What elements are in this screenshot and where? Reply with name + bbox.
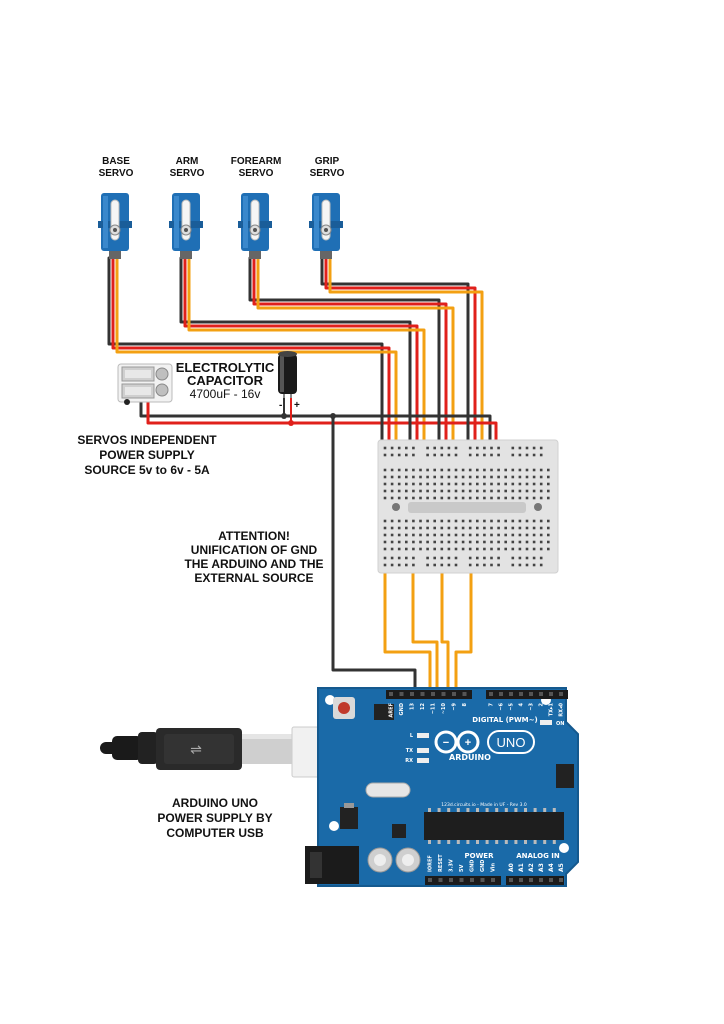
wires — [107, 256, 498, 697]
power-pin-label: GND — [480, 860, 486, 872]
power-supply-line2: POWER SUPPLY — [99, 448, 195, 462]
servo-label-forearm-1: FOREARM — [231, 156, 282, 167]
attention-line1: ATTENTION! — [218, 529, 290, 543]
top-pin-label: AREF — [389, 703, 395, 718]
servo-label-grip-2: SERVO — [310, 168, 345, 179]
top-pin-label: GND — [399, 703, 405, 715]
analog-in-label: ANALOG IN — [516, 852, 560, 860]
power-pin-label: 3.3V — [449, 859, 455, 872]
top-pin-label: 8 — [462, 702, 468, 706]
top-pin-label: 7 — [489, 702, 495, 706]
top-pin-label: 4 — [519, 702, 525, 706]
servo-label-arm-2: SERVO — [170, 168, 205, 179]
servo-label-base-2: SERVO — [99, 168, 134, 179]
led-l-label: L — [410, 733, 414, 739]
usb-symbol-icon: ⇌ — [190, 741, 202, 757]
led-rx-label: RX — [405, 758, 413, 764]
servo-group — [98, 193, 343, 259]
analog-pin-label: A4 — [548, 863, 555, 872]
capacitor-spec: 4700uF - 16v — [190, 387, 261, 401]
top-pin-label: ~6 — [499, 702, 505, 710]
top-pin-label: RX◂0 — [559, 702, 565, 716]
servo-grip — [309, 193, 343, 259]
svg-text:−: − — [443, 737, 449, 749]
usb-line1: ARDUINO UNO — [172, 796, 258, 810]
power-supply-line3: SOURCE 5v to 6v - 5A — [84, 463, 210, 477]
top-pin-label: 13 — [410, 702, 416, 709]
grip-servo-dark-wire — [320, 256, 470, 457]
on-led-label: ON — [556, 721, 564, 727]
arm-servo-red-wire — [183, 256, 419, 457]
power-pin-label: IOREF — [428, 855, 434, 872]
svg-text:+: + — [465, 737, 471, 749]
top-pin-label: TX▸1 — [549, 702, 555, 716]
attention-line2: UNIFICATION OF GND — [191, 543, 318, 557]
forearm-servo-dark-wire — [248, 256, 441, 457]
top-pin-label: 2 — [539, 702, 545, 706]
led-tx-label: TX — [406, 748, 413, 754]
analog-pin-label: A0 — [508, 863, 515, 872]
base-servo-dark-wire — [107, 256, 384, 457]
power-supply-module — [117, 363, 173, 405]
top-pin-labels: AREF GND 13 12 ~11 ~10 ~9 8 7 ~6 ~5 4 ~3 2 TX▸1 RX◂0 — [389, 702, 565, 717]
arm-servo-dark-wire — [179, 256, 412, 457]
power-pin-label: Vin — [491, 863, 497, 872]
analog-pin-label: A2 — [528, 863, 535, 872]
supply-red-wire — [146, 400, 498, 447]
arduino-logo-icon: − + — [434, 730, 480, 754]
capacitor-minus: - — [279, 400, 282, 411]
arduino-model: UNO — [497, 735, 526, 750]
top-pin-label: ~10 — [441, 702, 447, 714]
servo-label-base-1: BASE — [102, 156, 130, 167]
power-pin-label: GND — [470, 860, 476, 872]
servo-forearm — [238, 193, 272, 259]
forearm-servo-orange-wire — [256, 256, 455, 464]
capacitor-plus: + — [294, 400, 300, 411]
electrolytic-capacitor — [278, 351, 297, 398]
capacitor-title-2: CAPACITOR — [187, 373, 264, 388]
forearm-servo-red-wire — [252, 256, 448, 457]
servo-arm — [169, 193, 203, 259]
power-supply-line1: SERVOS INDEPENDENT — [77, 433, 217, 447]
arm-servo-orange-wire — [187, 256, 426, 464]
servo-label-arm-1: ARM — [176, 156, 199, 167]
analog-pin-label: A5 — [558, 863, 565, 872]
digital-pwm-label: DIGITAL (PWM~) — [472, 716, 537, 724]
breadboard — [377, 439, 559, 574]
grip-servo-orange-wire — [328, 256, 484, 464]
attention-line3: THE ARDUINO AND THE — [184, 557, 323, 571]
board-footer-text: 123d.circuits.io - Made in UF - Rev 3.0 — [441, 802, 527, 808]
analog-pin-label: A3 — [538, 863, 545, 872]
power-pin-label: 5V — [459, 865, 465, 872]
arduino-brand: ARDUINO — [449, 753, 491, 762]
base-servo-orange-wire — [115, 256, 398, 464]
top-pin-label: ~11 — [431, 702, 437, 714]
top-pin-label: ~9 — [452, 702, 458, 710]
capacitor-title-1: ELECTROLYTIC — [176, 360, 275, 375]
top-pin-label: 12 — [420, 702, 426, 709]
power-label: POWER — [465, 852, 495, 860]
servo-label-forearm-2: SERVO — [239, 168, 274, 179]
power-pin-label: RESET — [438, 854, 444, 872]
top-pin-label: ~5 — [509, 702, 515, 710]
analog-pin-label: A1 — [518, 863, 525, 872]
attention-line4: EXTERNAL SOURCE — [194, 571, 313, 585]
servo-label-grip-1: GRIP — [315, 156, 340, 167]
arduino-uno-board: − + — [305, 687, 579, 887]
grip-servo-red-wire — [324, 256, 477, 457]
usb-line2: POWER SUPPLY BY — [157, 811, 272, 825]
supply-dark-wire — [139, 400, 492, 447]
top-pin-label: ~3 — [529, 702, 535, 710]
base-servo-red-wire — [111, 256, 391, 457]
servo-base — [98, 193, 132, 259]
usb-line3: COMPUTER USB — [166, 826, 264, 840]
gnd-unification-wire — [331, 414, 417, 697]
